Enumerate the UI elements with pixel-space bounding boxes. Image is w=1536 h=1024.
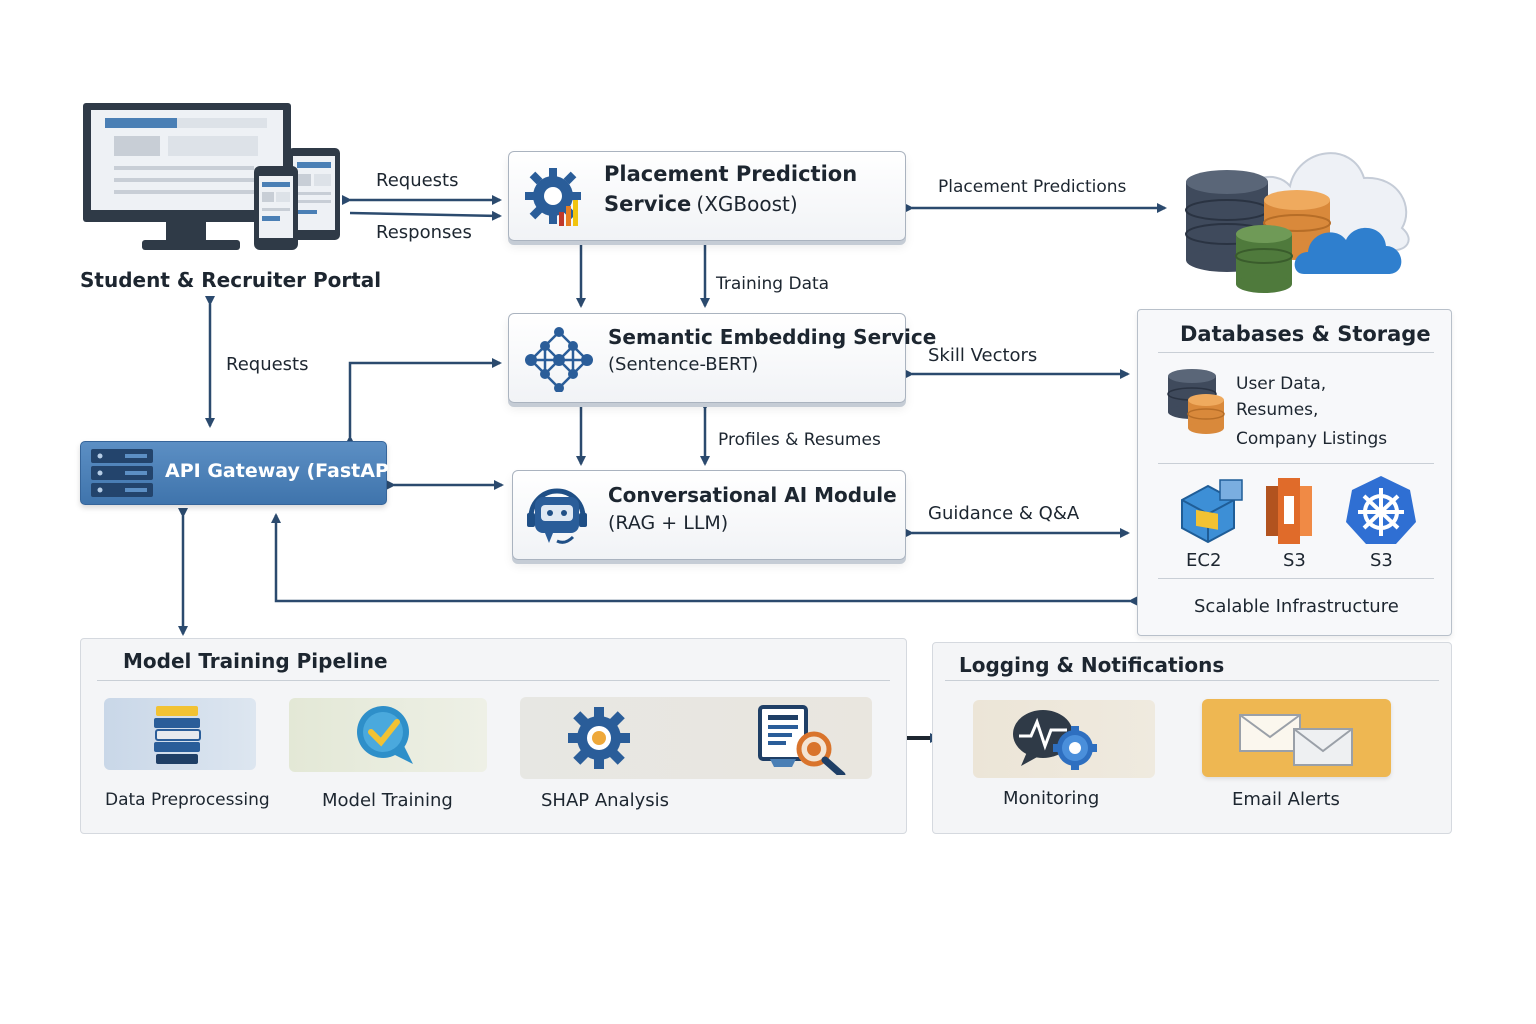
- portal-title: Student & Recruiter Portal: [80, 268, 382, 292]
- s3-icon: [1266, 478, 1312, 544]
- monitor-icon: [83, 103, 291, 250]
- neural-net-icon: [525, 327, 593, 392]
- training-step[interactable]: [289, 698, 487, 772]
- gateway-embedding-arrow: [345, 358, 502, 445]
- shap-step[interactable]: [520, 697, 872, 779]
- database-cloud-illustration: [1185, 152, 1410, 293]
- email-alerts-step[interactable]: [1202, 699, 1391, 777]
- gateway-label: API Gateway (FastAPI): [165, 460, 405, 482]
- profiles-resumes-label: Profiles & Resumes: [718, 430, 881, 450]
- pipeline-step-2: Model Training: [322, 790, 453, 811]
- training-data-label: Training Data: [716, 274, 830, 294]
- conversational-sub: (RAG + LLM): [608, 512, 729, 534]
- conversational-service-box[interactable]: Conversational AI Module (RAG + LLM): [512, 470, 906, 560]
- preprocessing-step[interactable]: [104, 698, 256, 770]
- infra-label-s3: S3: [1283, 550, 1306, 571]
- gear-icon: [568, 707, 630, 769]
- logging-step-1: Monitoring: [1003, 788, 1100, 809]
- pipeline-step-1: Data Preprocessing: [105, 790, 270, 810]
- requests-left-label: Requests: [226, 354, 309, 375]
- heartbeat-gear-icon: [1013, 710, 1097, 770]
- infra-gateway-arrow: [271, 513, 1138, 606]
- requests-label: Requests: [376, 170, 459, 191]
- storage-line-2: Resumes,: [1236, 400, 1319, 420]
- server-icon: [91, 449, 153, 497]
- infra-label-ec2: EC2: [1186, 550, 1222, 571]
- logging-title: Logging & Notifications: [959, 653, 1225, 677]
- portal-devices: [83, 103, 340, 250]
- placement-sub: (XGBoost): [696, 192, 798, 216]
- conversational-title: Conversational AI Module: [608, 483, 897, 507]
- storage-line-1: User Data,: [1236, 374, 1327, 394]
- phone-icon: [254, 166, 298, 250]
- ec2-icon: [1181, 479, 1243, 544]
- report-search-icon: [758, 705, 846, 775]
- storage-panel: Databases & Storage User Data, Resumes, …: [1137, 309, 1452, 636]
- pipeline-title: Model Training Pipeline: [123, 649, 388, 673]
- embedding-service-box[interactable]: Semantic Embedding Service (Sentence-BER…: [508, 313, 936, 403]
- pipeline-step-3: SHAP Analysis: [541, 790, 670, 811]
- gear-chart-icon: [525, 168, 581, 226]
- storage-title: Databases & Storage: [1180, 322, 1431, 346]
- logging-step-2: Email Alerts: [1232, 789, 1340, 810]
- book-stack-icon: [154, 706, 201, 764]
- chat-check-icon: [357, 706, 413, 764]
- responses-arrow: [349, 210, 502, 221]
- infra-label-s3-2: S3: [1370, 550, 1393, 571]
- placement-title-2: Service: [604, 192, 692, 216]
- embedding-sub: (Sentence-BERT): [608, 354, 759, 375]
- chatbot-icon: [527, 488, 587, 544]
- infra-footer: Scalable Infrastructure: [1194, 596, 1399, 617]
- placement-title: Placement Prediction: [604, 162, 858, 186]
- embedding-title: Semantic Embedding Service: [608, 325, 937, 349]
- placement-service-box[interactable]: Placement Prediction Service (XGBoost): [508, 151, 906, 241]
- envelope-icon: [1239, 714, 1353, 766]
- monitoring-step[interactable]: [973, 700, 1155, 778]
- responses-label: Responses: [376, 222, 472, 243]
- skill-vectors-label: Skill Vectors: [928, 345, 1038, 366]
- storage-line-3: Company Listings: [1236, 429, 1388, 449]
- guidance-qa-label: Guidance & Q&A: [928, 503, 1080, 524]
- placement-predictions-label: Placement Predictions: [938, 177, 1127, 197]
- api-gateway-box[interactable]: API Gateway (FastAPI): [80, 441, 405, 505]
- tablet-icon: [288, 148, 340, 240]
- database-icon: [1167, 369, 1225, 434]
- kubernetes-icon: [1346, 476, 1416, 544]
